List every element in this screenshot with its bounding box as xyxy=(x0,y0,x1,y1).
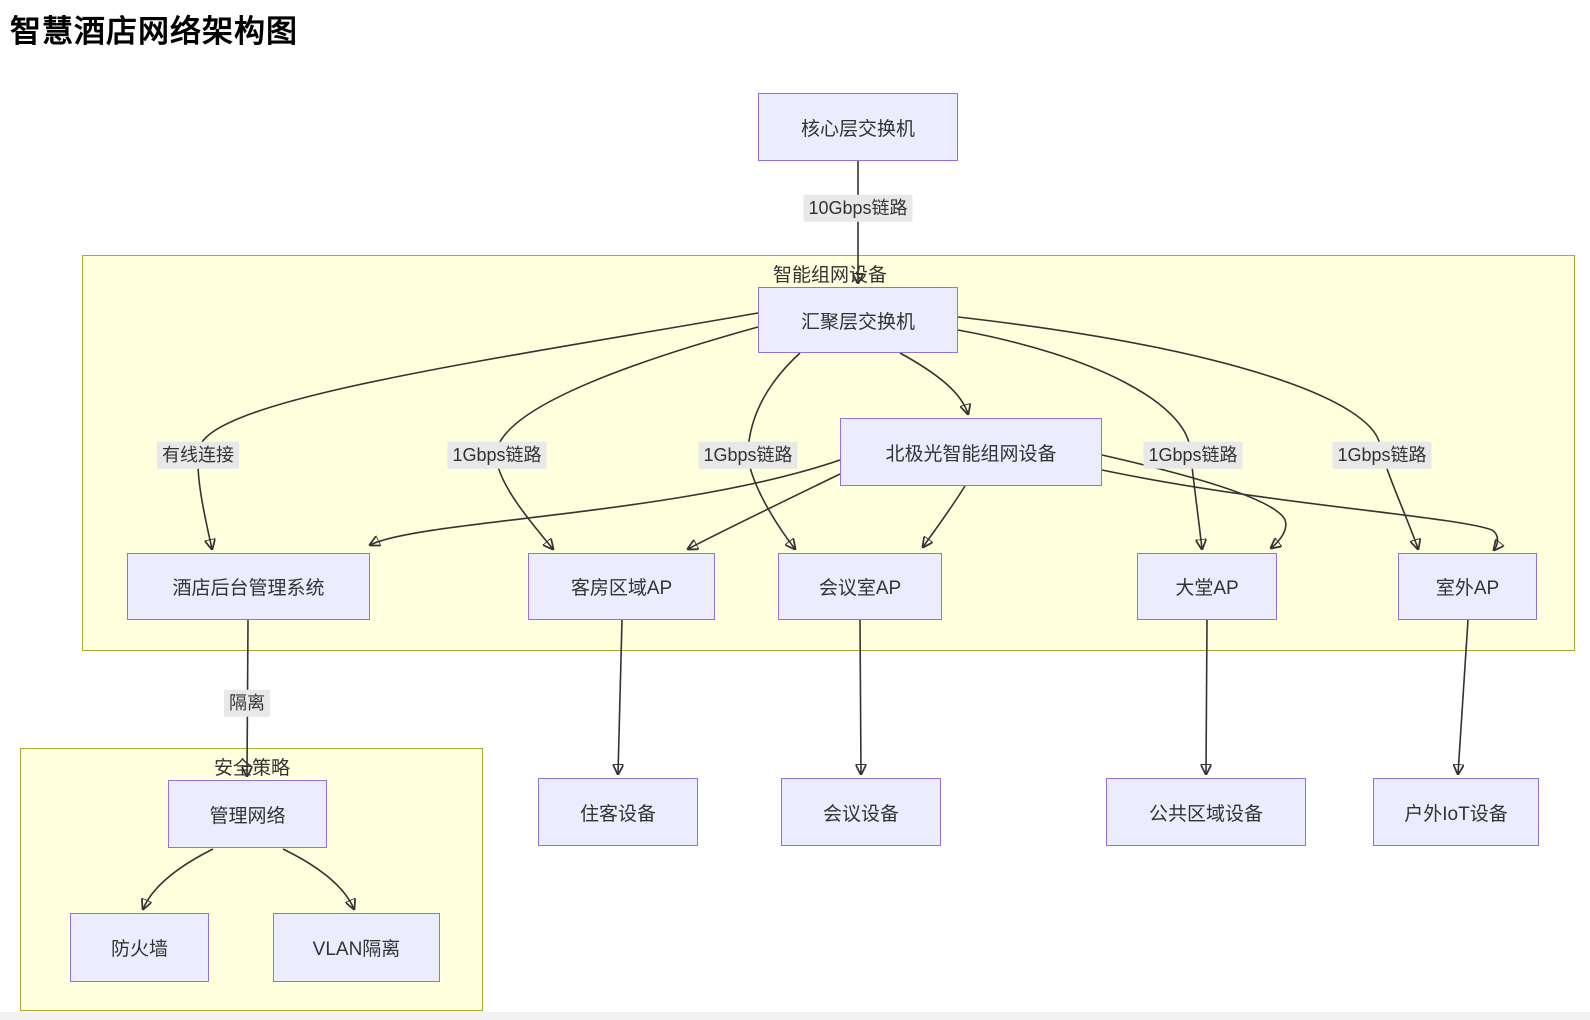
node-meeting-ap: 会议室AP xyxy=(778,553,942,620)
edge-aurora-to-hotel-mgmt xyxy=(370,459,841,545)
node-core-switch: 核心层交换机 xyxy=(758,93,958,161)
edge-label-core-to-agg: 10Gbps链路 xyxy=(803,194,913,222)
edge-aurora-to-lobby-ap xyxy=(1101,454,1287,548)
node-hotel-mgmt: 酒店后台管理系统 xyxy=(127,553,370,620)
node-aurora-device: 北极光智能组网设备 xyxy=(840,418,1102,486)
node-lobby-ap: 大堂AP xyxy=(1137,553,1277,620)
node-meeting-devices: 会议设备 xyxy=(781,778,941,846)
node-mgmt-network: 管理网络 xyxy=(168,780,327,848)
edge-agg-to-outdoor-ap xyxy=(957,316,1418,549)
edge-room-ap-to-guest-devices xyxy=(618,619,622,774)
node-vlan-isolation: VLAN隔离 xyxy=(273,913,440,982)
edge-label-agg-to-room-ap: 1Gbps链路 xyxy=(447,441,547,469)
edge-agg-to-aurora xyxy=(899,352,968,414)
edge-meeting-ap-to-meeting-devices xyxy=(860,619,861,774)
edge-agg-to-lobby-ap xyxy=(957,329,1202,549)
page-bottom-strip xyxy=(0,1012,1590,1020)
node-firewall: 防火墙 xyxy=(70,913,209,982)
edge-aurora-to-outdoor-ap xyxy=(1101,469,1498,550)
edge-label-hotel-mgmt-to-mgmt-network: 隔离 xyxy=(224,689,270,717)
node-public-devices: 公共区域设备 xyxy=(1106,778,1306,846)
edge-mgmt-network-to-firewall xyxy=(143,848,214,909)
node-room-ap: 客房区域AP xyxy=(528,553,715,620)
node-outdoor-iot: 户外IoT设备 xyxy=(1373,778,1539,846)
edge-label-agg-to-meeting-ap: 1Gbps链路 xyxy=(698,441,798,469)
page-title: 智慧酒店网络架构图 xyxy=(10,14,298,49)
edge-lobby-ap-to-public-devices xyxy=(1206,619,1207,774)
edge-label-agg-to-hotel-mgmt: 有线连接 xyxy=(157,441,239,469)
edge-agg-to-hotel-mgmt xyxy=(197,312,759,549)
edge-aurora-to-meeting-ap xyxy=(923,485,966,547)
node-guest-devices: 住客设备 xyxy=(538,778,698,846)
node-agg-switch: 汇聚层交换机 xyxy=(758,287,958,353)
edge-label-agg-to-outdoor-ap: 1Gbps链路 xyxy=(1332,441,1432,469)
edge-mgmt-network-to-vlan xyxy=(282,848,354,909)
edge-agg-to-room-ap xyxy=(495,326,759,549)
edge-outdoor-ap-to-outdoor-iot xyxy=(1458,619,1469,774)
edge-label-agg-to-lobby-ap: 1Gbps链路 xyxy=(1143,441,1243,469)
edge-aurora-to-room-ap xyxy=(688,473,841,549)
node-outdoor-ap: 室外AP xyxy=(1398,553,1537,620)
